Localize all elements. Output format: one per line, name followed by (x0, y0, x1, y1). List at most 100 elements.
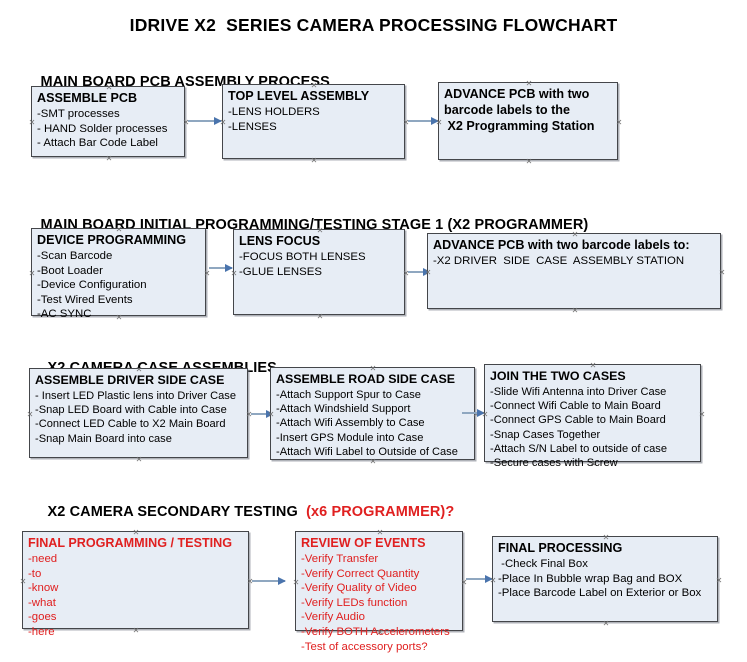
connector-assemble-pcb-to-top-level-assembly (188, 116, 222, 125)
resize-handle-left[interactable] (27, 411, 34, 418)
box-line: -SMT processes (37, 108, 120, 120)
resize-handle-top[interactable] (590, 362, 597, 369)
box-line: -Connect GPS Cable to Main Board (490, 414, 666, 427)
box-title: ASSEMBLE PCB (37, 91, 138, 105)
section-heading-text: X2 CAMERA SECONDARY TESTING (47, 504, 307, 520)
box-assemble-road-side-case[interactable]: ASSEMBLE ROAD SIDE CASE -Attach Support … (270, 367, 475, 460)
box-line: -Attach Wifi Assembly to Case (276, 417, 425, 430)
connector-top-level-assembly-to-advance-pcb (408, 116, 439, 125)
resize-handle-bottom[interactable] (572, 307, 579, 314)
box-title: DEVICE PROGRAMMING (37, 233, 187, 247)
connector-road-side-to-join-cases (462, 408, 485, 417)
box-line: - HAND Solder processes (37, 122, 168, 135)
box-line: -Check Final Box (498, 558, 588, 570)
box-title: LENS FOCUS (239, 234, 321, 248)
resize-handle-bottom[interactable] (136, 456, 143, 463)
box-line: -AC SYNC (37, 308, 92, 321)
box-title: REVIEW OF EVENTS (301, 536, 426, 550)
box-title: ASSEMBLE ROAD SIDE CASE (276, 372, 455, 386)
resize-handle-bottom[interactable] (526, 158, 533, 165)
box-line: -Verify BOTH Accelerometers (301, 625, 450, 638)
resize-handle-top[interactable] (370, 365, 377, 372)
box-line: -Attach Wifi Label to Outside of Case (276, 445, 458, 458)
resize-handle-top[interactable] (526, 80, 533, 87)
box-line: -Verify Quality of Video (301, 582, 417, 595)
box-title: TOP LEVEL ASSEMBLY (228, 89, 370, 103)
box-line: -Verify Correct Quantity (301, 567, 420, 580)
box-line: -Attach Windshield Support (276, 403, 411, 416)
box-line: -here (28, 625, 55, 638)
resize-handle-left[interactable] (293, 579, 300, 586)
box-line: -Attach Support Spur to Case (276, 389, 421, 401)
box-assemble-pcb[interactable]: ASSEMBLE PCB -SMT processes - HAND Solde… (31, 86, 185, 157)
box-line: -Verify Audio (301, 611, 365, 624)
box-line: -Slide Wifi Antenna into Driver Case (490, 386, 667, 398)
resize-handle-right[interactable] (204, 270, 211, 277)
box-review-of-events[interactable]: REVIEW OF EVENTS -Verify Transfer -Verif… (293, 531, 463, 653)
box-assemble-driver-side-case[interactable]: ASSEMBLE DRIVER SIDE CASE - Insert LED P… (29, 368, 248, 458)
box-title: JOIN THE TWO CASES (490, 369, 626, 383)
box-final-processing[interactable]: FINAL PROCESSING -Check Final Box -Place… (492, 536, 718, 622)
box-line: -GLUE LENSES (239, 265, 322, 278)
section-heading-x2-camera-secondary-testing: X2 CAMERA SECONDARY TESTING (x6 PROGRAMM… (31, 488, 455, 536)
box-line: -Device Configuration (37, 279, 147, 292)
box-line: -Snap LED Board with Cable into Case (35, 404, 227, 417)
box-join-the-two-cases[interactable]: JOIN THE TWO CASES -Slide Wifi Antenna i… (484, 362, 701, 469)
resize-handle-right[interactable] (719, 269, 726, 276)
box-title: ASSEMBLE DRIVER SIDE CASE (35, 373, 225, 387)
box-final-programming-testing[interactable]: FINAL PROGRAMMING / TESTING -need -to -k… (20, 531, 249, 638)
section-heading-accent: (x6 PROGRAMMER)? (306, 504, 455, 520)
resize-handle-bottom[interactable] (317, 313, 324, 320)
resize-handle-right[interactable] (616, 119, 623, 126)
box-line: -Snap Main Board into case (35, 432, 172, 445)
box-title: ADVANCE PCB with two barcode labels to: (433, 238, 690, 252)
box-line: -Boot Loader (37, 264, 103, 277)
resize-handle-right[interactable] (716, 577, 723, 584)
box-line: -Verify Transfer (301, 553, 379, 565)
box-line: -Verify LEDs function (301, 596, 408, 609)
connector-final-programming-to-review-of-events (252, 576, 286, 585)
box-line: -Scan Barcode (37, 250, 113, 262)
box-line: -X2 DRIVER SIDE CASE ASSEMBLY STATION (433, 255, 685, 267)
resize-handle-bottom[interactable] (311, 157, 318, 164)
resize-handle-left[interactable] (29, 119, 36, 126)
box-line: -to (28, 567, 42, 580)
box-advance-pcb-programming-station[interactable]: ADVANCE PCB with two barcode labels to t… (438, 82, 618, 160)
box-title: ADVANCE PCB with two (444, 87, 590, 101)
box-line: -LENS HOLDERS (228, 106, 320, 118)
box-lens-focus[interactable]: LENS FOCUS -FOCUS BOTH LENSES -GLUE LENS… (233, 229, 405, 315)
box-top-level-assembly[interactable]: TOP LEVEL ASSEMBLY -LENS HOLDERS -LENSES (222, 84, 405, 159)
box-line: -Attach S/N Label to outside of case (490, 442, 667, 455)
box-line: -know (28, 582, 59, 595)
box-device-programming[interactable]: DEVICE PROGRAMMING -Scan Barcode -Boot L… (29, 228, 206, 320)
resize-handle-bottom[interactable] (603, 620, 610, 627)
resize-handle-bottom[interactable] (106, 155, 113, 162)
box-line: -goes (28, 611, 57, 624)
box-title: FINAL PROCESSING (498, 541, 623, 555)
resize-handle-top[interactable] (603, 534, 610, 541)
box-line-overflow: -Test of accessory ports? (301, 640, 428, 653)
box-line: -Test Wired Events (37, 293, 133, 306)
box-line: -Insert GPS Module into Case (276, 431, 424, 444)
box-line: -what (28, 596, 56, 609)
box-line: -need (28, 553, 58, 565)
box-line: - Insert LED Plastic lens into Driver Ca… (35, 390, 236, 402)
box-line: barcode labels to the (444, 103, 570, 117)
box-line: -Place Barcode Label on Exterior or Box (498, 587, 702, 600)
resize-handle-left[interactable] (29, 270, 36, 277)
resize-handle-left[interactable] (20, 578, 27, 585)
box-line: -LENSES (228, 120, 277, 133)
box-line: -Connect Wifi Cable to Main Board (490, 400, 661, 413)
connector-review-of-events-to-final-processing (466, 574, 493, 583)
box-line: -Connect LED Cable to X2 Main Board (35, 418, 226, 431)
box-title: FINAL PROGRAMMING / TESTING (28, 536, 233, 550)
box-line: -FOCUS BOTH LENSES (239, 251, 366, 263)
connector-device-programming-to-lens-focus (209, 263, 233, 272)
box-line: - Attach Bar Code Label (37, 137, 158, 150)
page-title: IDRIVE X2 SERIES CAMERA PROCESSING FLOWC… (129, 15, 618, 35)
box-line: -Place In Bubble wrap Bag and BOX (498, 572, 683, 585)
box-line: -Snap Cases Together (490, 428, 601, 441)
resize-handle-right[interactable] (699, 411, 706, 418)
box-advance-pcb-driver-side-case[interactable]: ADVANCE PCB with two barcode labels to: … (427, 233, 721, 309)
